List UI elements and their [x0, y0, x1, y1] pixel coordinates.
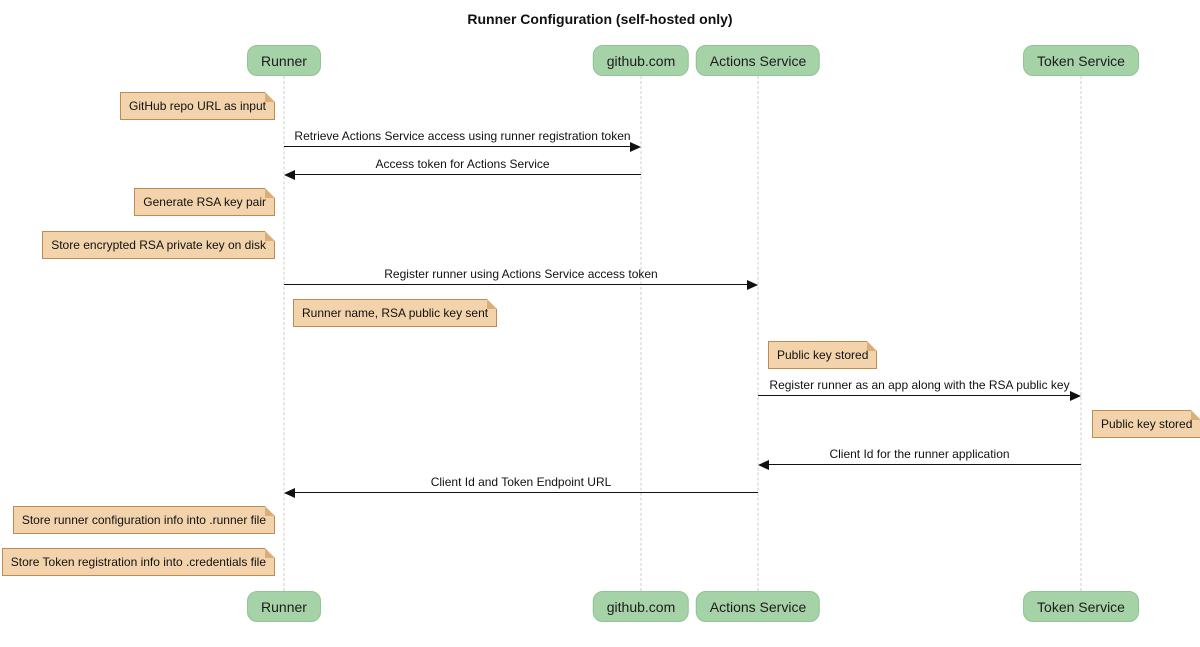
note-3: Runner name, RSA public key sent: [293, 299, 498, 327]
message-label-2: Register runner using Actions Service ac…: [384, 267, 658, 281]
lifeline-actions: [757, 76, 759, 591]
participant-runner-bottom: Runner: [247, 591, 321, 622]
lifeline-runner: [283, 76, 285, 591]
message-arrowhead-0: [630, 142, 641, 152]
message-line-5: [293, 492, 758, 493]
participant-token-top: Token Service: [1023, 45, 1139, 76]
message-arrowhead-3: [1070, 391, 1081, 401]
message-arrowhead-2: [747, 280, 758, 290]
participant-runner-top: Runner: [247, 45, 321, 76]
note-0: GitHub repo URL as input: [120, 92, 275, 120]
message-label-3: Register runner as an app along with the…: [769, 378, 1070, 392]
message-line-1: [293, 174, 641, 175]
note-2: Store encrypted RSA private key on disk: [42, 231, 275, 259]
message-line-0: [284, 146, 632, 147]
note-7: Store Token registration info into .cred…: [1, 548, 276, 576]
participant-github-top: github.com: [592, 45, 690, 76]
note-4: Public key stored: [768, 341, 878, 369]
lifeline-token: [1080, 76, 1082, 591]
diagram-title: Runner Configuration (self-hosted only): [467, 11, 733, 27]
participant-github-bottom: github.com: [592, 591, 690, 622]
message-arrowhead-4: [758, 460, 769, 470]
participant-actions-bottom: Actions Service: [695, 591, 821, 622]
message-line-4: [767, 464, 1081, 465]
lifeline-github: [640, 76, 642, 591]
message-label-5: Client Id and Token Endpoint URL: [430, 475, 612, 489]
message-label-0: Retrieve Actions Service access using ru…: [294, 129, 631, 143]
participant-token-bottom: Token Service: [1023, 591, 1139, 622]
message-label-4: Client Id for the runner application: [829, 447, 1010, 461]
message-line-2: [284, 284, 749, 285]
note-6: Store runner configuration info into .ru…: [12, 506, 276, 534]
message-arrowhead-5: [284, 488, 295, 498]
message-line-3: [758, 395, 1072, 396]
note-5: Public key stored: [1092, 410, 1200, 438]
participant-actions-top: Actions Service: [695, 45, 821, 76]
note-1: Generate RSA key pair: [134, 188, 275, 216]
message-label-1: Access token for Actions Service: [375, 157, 550, 171]
message-arrowhead-1: [284, 170, 295, 180]
